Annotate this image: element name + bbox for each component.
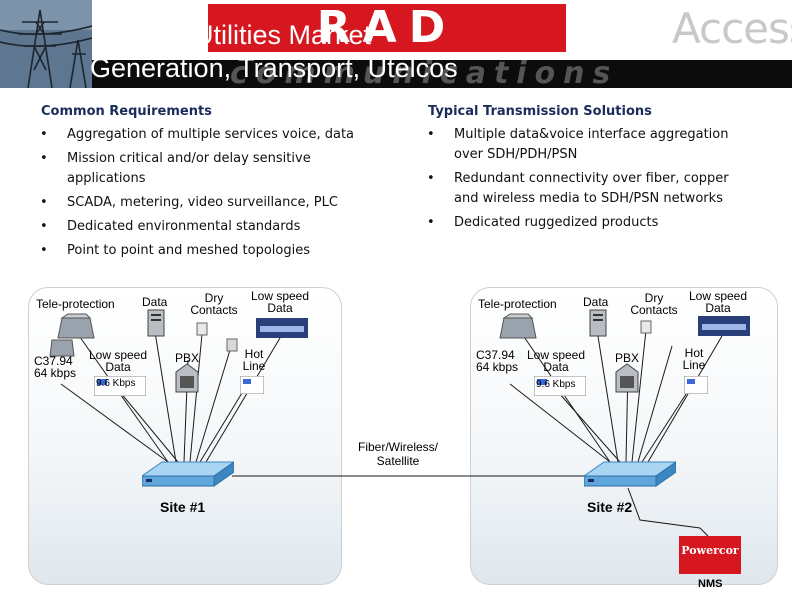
power-pylon-image	[0, 0, 93, 88]
pbx-label: PBX	[175, 351, 200, 365]
data-label: Data	[142, 295, 168, 309]
teleprotection-label: Tele-protection	[36, 297, 115, 311]
transmission-solutions-list: Multiple data&voice interface aggregatio…	[427, 125, 757, 233]
hot-line-phone-icon	[226, 338, 238, 352]
transmission-solutions-heading: Typical Transmission Solutions	[428, 104, 652, 119]
list-item: Point to point and meshed topologies	[40, 241, 360, 261]
site2-access-switch-icon	[584, 461, 676, 487]
pbx-icon	[615, 363, 639, 393]
common-requirements-list: Aggregation of multiple services voice, …	[40, 125, 360, 261]
teleprotection-label: Tele-protection	[478, 297, 557, 311]
black-stripe	[92, 60, 792, 88]
list-item: Multiple data&voice interface aggregatio…	[427, 125, 757, 165]
data-label: Data	[583, 295, 609, 309]
access-brand-word: Access	[672, 4, 792, 53]
powercor-logo	[679, 536, 741, 574]
common-requirements-heading: Common Requirements	[41, 104, 212, 119]
dry-contacts-icon	[640, 320, 652, 334]
data-server-icon	[589, 309, 607, 337]
rad-logo-text: RAD	[316, 2, 458, 53]
pbx-icon	[175, 363, 199, 393]
rad-logo	[208, 4, 566, 52]
list-item: Dedicated ruggedized products	[427, 213, 757, 233]
list-item: Mission critical and/or delay sensitive …	[40, 149, 360, 189]
link-label: Fiber/Wireless/Satellite	[357, 440, 438, 468]
nms-label: NMS	[698, 578, 723, 590]
hot-line-modem-icon	[240, 376, 264, 394]
hot-line-modem-icon	[684, 376, 708, 394]
list-item: Aggregation of multiple services voice, …	[40, 125, 360, 145]
list-item: Dedicated environmental standards	[40, 217, 360, 237]
dry-contacts-icon	[196, 322, 208, 336]
site1-access-switch-icon	[142, 461, 234, 487]
low-speed-modem-icon	[534, 376, 586, 396]
pbx-label: PBX	[615, 351, 640, 365]
teleprotection-device-icon	[57, 313, 95, 339]
kbps-badge: 9.6 Kbps	[536, 379, 576, 390]
kbps-badge: 9.6 Kbps	[96, 378, 136, 389]
site1-label: Site #1	[160, 499, 206, 515]
low-speed-modem-icon	[94, 376, 146, 396]
c37-device-icon	[49, 339, 75, 357]
list-item: SCADA, metering, video surveillance, PLC	[40, 193, 360, 213]
low-speed-modem-icon	[698, 316, 750, 336]
pylon-icon	[0, 0, 93, 88]
stripe-word: communications	[230, 60, 619, 88]
slide-title-line1: Utilities Market	[194, 20, 372, 50]
slide-title-line2: Generation, Transport, Utelcos	[90, 53, 458, 83]
teleprotection-device-icon	[499, 313, 537, 339]
powercor-logo-text: Powercor	[681, 544, 739, 557]
header-banner: RAD Access communications Utilities Mark…	[0, 0, 792, 88]
data-server-icon	[147, 309, 165, 337]
site2-label: Site #2	[587, 499, 633, 515]
low-speed-modem-icon	[256, 318, 308, 338]
list-item: Redundant connectivity over fiber, coppe…	[427, 169, 757, 209]
